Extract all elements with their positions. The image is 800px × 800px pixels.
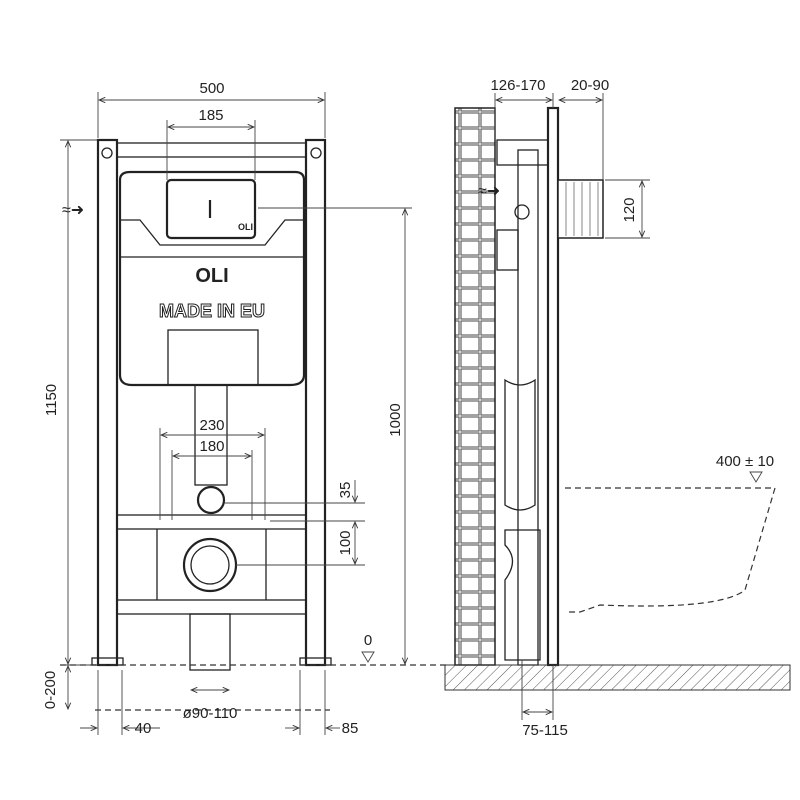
dim-foot-right: 85 [342,720,359,737]
floor [444,664,791,691]
front-frame [91,138,332,667]
inlet-connector [557,179,604,239]
dim-plate-projection: 20-90 [571,77,609,94]
side-dimensions: 126-170 20-90 120 400 ± 10 75-115 [490,77,774,739]
dim-foot-left: 40 [135,720,152,737]
toilet-bowl-outline [565,487,776,613]
plate-logo: OLI [238,222,253,232]
drain-elbow [182,537,238,593]
dim-drain-lower: 100 [337,530,354,555]
side-view: ≈➜ [444,106,791,691]
dim-connector-height: 120 [621,197,638,222]
dim-leg-adjust: 0-200 [42,671,59,709]
dim-bowl-height: 400 ± 10 [716,453,774,470]
water-inlet-icon-side: ≈➜ [478,183,500,200]
dim-floor-level: 0 [364,632,372,649]
dim-drain-upper: 35 [337,482,354,499]
water-inlet-icon: ≈➜ [62,202,84,219]
dim-drain-depth: 75-115 [522,722,568,739]
dim-bolt-inner: 180 [199,438,224,455]
dim-width-total: 500 [199,80,224,97]
flush-plate [165,178,257,240]
made-in-eu-stamp: MADE IN EU [159,301,265,321]
dim-plate-width: 185 [198,107,223,124]
cistern: OLI OLI MADE IN EU [118,170,306,671]
wall [454,107,496,666]
dim-bolt-outer: 230 [199,417,224,434]
dim-wall-depth: 126-170 [490,77,545,94]
cistern-logo: OLI [195,265,228,287]
dim-height-total: 1150 [43,384,60,416]
dim-drain-diameter: ø90-110 [183,705,238,722]
wall-panel [546,106,560,667]
front-dimensions: 500 185 1150 1000 230 180 35 100 0-200 4… [42,80,450,737]
dim-inlet-height: 1000 [387,403,404,436]
